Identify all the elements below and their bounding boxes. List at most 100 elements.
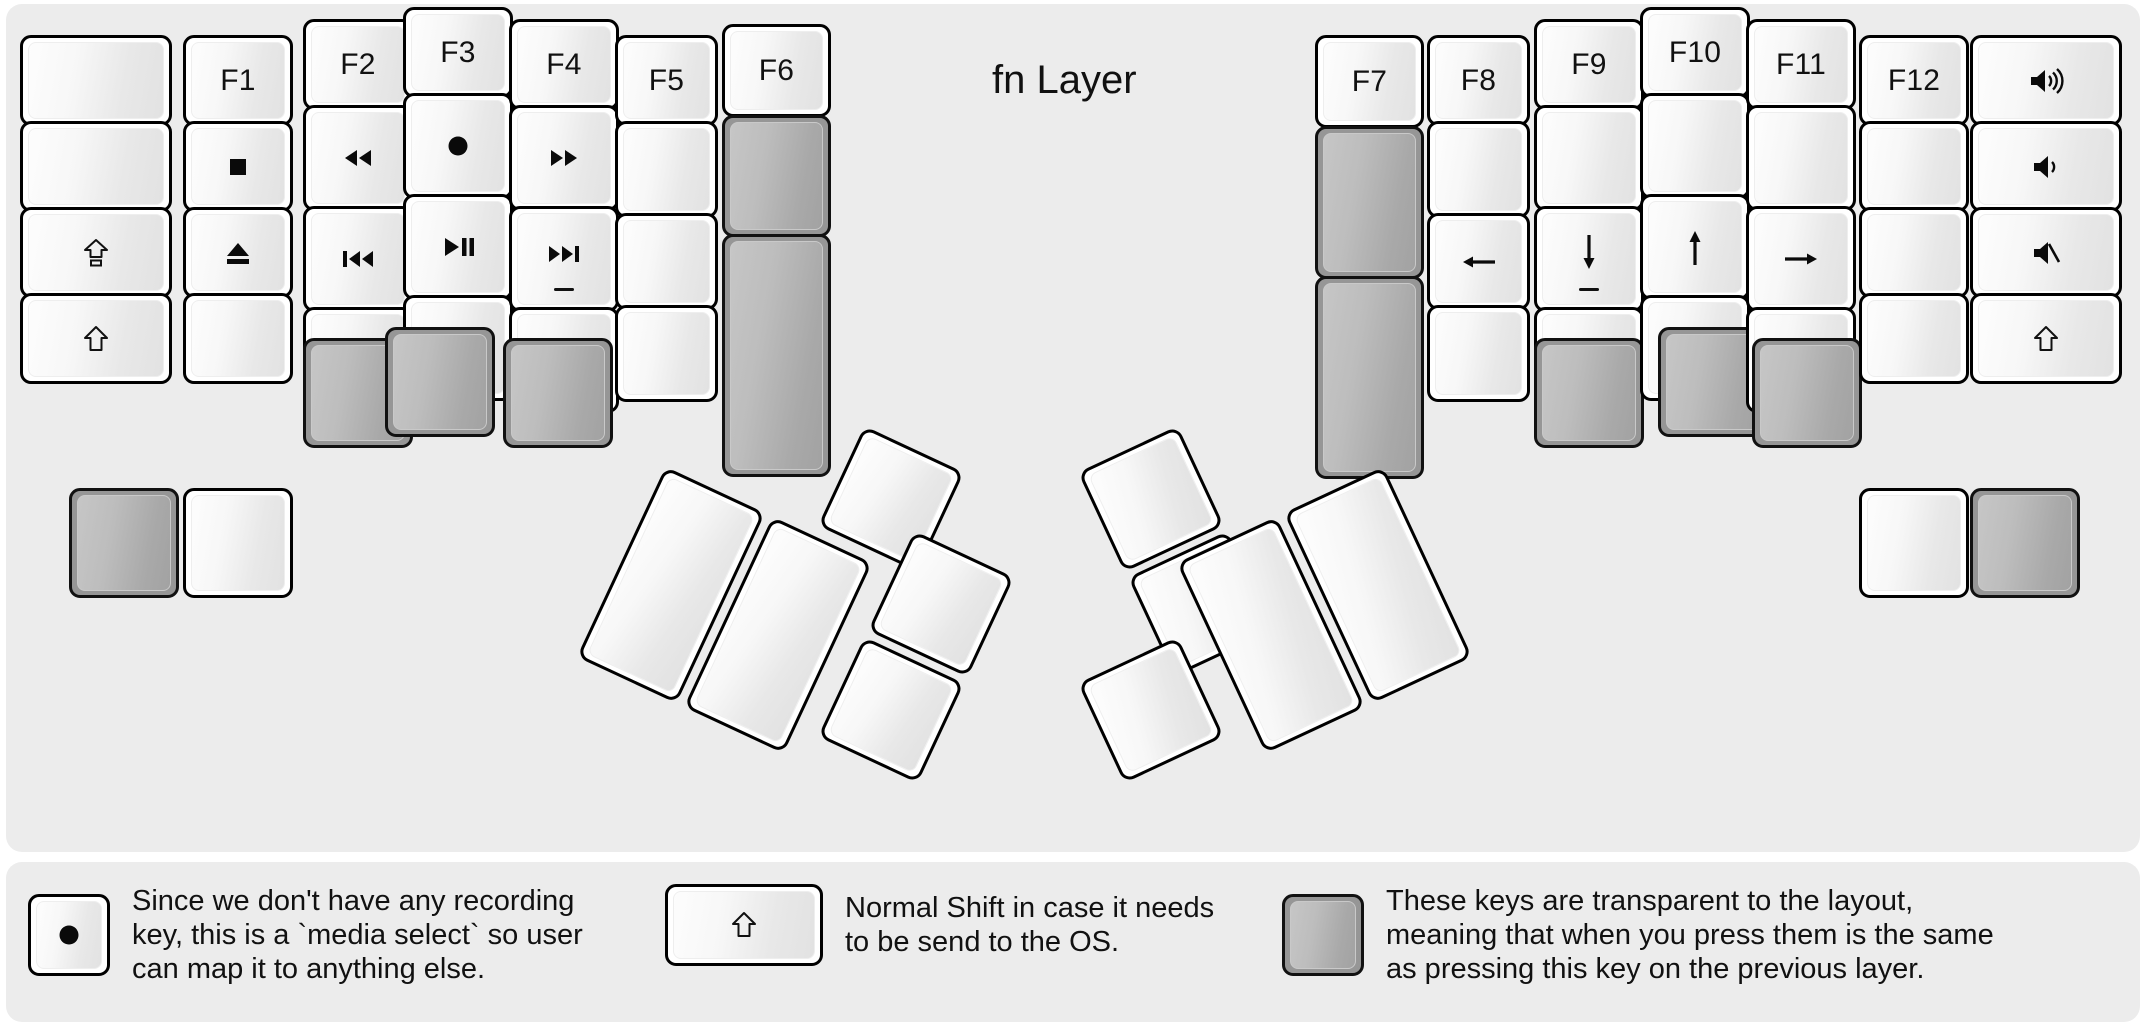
key-label: F11 <box>1775 47 1827 81</box>
key-right-c5-r3[interactable] <box>1859 293 1969 384</box>
media-record-icon <box>56 922 82 948</box>
key-left-c6-r0-f6[interactable]: F6 <box>722 24 831 117</box>
key-right-c5-r2[interactable] <box>1859 207 1969 298</box>
keycap-face <box>1323 133 1416 272</box>
key-right-c1-r2-arrow-left[interactable] <box>1427 213 1530 310</box>
key-right-c6-r2-volume-mute[interactable] <box>1970 207 2122 298</box>
keycap-face <box>28 214 164 291</box>
keycap-face <box>411 100 505 192</box>
keycap-face <box>623 220 710 303</box>
media-rewind-icon <box>341 147 375 169</box>
key-left-c1-r0-f1[interactable]: F1 <box>183 35 293 126</box>
key-left-c5-r1[interactable] <box>615 121 718 218</box>
keycap-face <box>1978 495 2072 591</box>
key-right-c3-r1[interactable] <box>1640 93 1750 199</box>
media-next-icon <box>546 243 582 265</box>
key-right-c6-r4-transparent[interactable] <box>1970 488 2080 598</box>
key-left-c0-r3-shift[interactable] <box>20 293 172 384</box>
key-right-c0-r0-f7[interactable]: F7 <box>1315 35 1424 128</box>
key-right-c4-r2-arrow-right[interactable] <box>1746 206 1856 312</box>
legend-text-transparent: These keys are transparent to the layout… <box>1386 885 1994 986</box>
keycap-face <box>1867 300 1961 377</box>
key-left-c5-r0-f5[interactable]: F5 <box>615 35 718 126</box>
key-right-c3-r2-arrow-up[interactable] <box>1640 194 1750 300</box>
keycap-face: F7 <box>1323 42 1416 121</box>
legend-item-record: Since we don't have any recording key, t… <box>28 884 583 987</box>
shift-icon <box>731 910 757 940</box>
keycap-face <box>191 214 285 291</box>
keycap-face <box>1754 112 1848 204</box>
key-left-c3-r2-playpause[interactable] <box>403 194 513 300</box>
keycap-face <box>411 201 505 293</box>
key-left-c0-r0[interactable] <box>20 35 172 126</box>
key-left-c3-r0-f3[interactable]: F3 <box>403 7 513 98</box>
key-left-c5-r3[interactable] <box>615 305 718 402</box>
arrow-up-icon <box>1684 227 1706 267</box>
key-right-c1-r3[interactable] <box>1427 305 1530 402</box>
key-right-c4-r4-transparent[interactable] <box>1752 338 1862 448</box>
key-left-c0-r1[interactable] <box>20 121 172 212</box>
keycap-face: F10 <box>1648 14 1742 91</box>
key-right-c4-r0-f11[interactable]: F11 <box>1746 19 1856 110</box>
key-right-c6-r1-volume-down[interactable] <box>1970 121 2122 212</box>
key-label: F5 <box>648 63 685 97</box>
keycap-face <box>1666 334 1760 430</box>
volume-down-icon <box>2031 153 2061 181</box>
caps-lock-icon <box>83 238 109 268</box>
key-left-c1-r4[interactable] <box>183 488 293 598</box>
key-left-c2-r1-rewind[interactable] <box>303 105 413 211</box>
key-label: F12 <box>1887 63 1941 97</box>
key-left-c4-r4-transparent[interactable] <box>503 338 613 448</box>
key-right-c2-r1[interactable] <box>1534 105 1644 211</box>
key-left-c2-r2-previous[interactable] <box>303 206 413 312</box>
key-left-c1-r3[interactable] <box>183 293 293 384</box>
key-left-c4-r1-fastforward[interactable] <box>509 105 619 211</box>
keycap-face <box>730 241 823 470</box>
key-right-c2-r0-f9[interactable]: F9 <box>1534 19 1644 110</box>
volume-up-icon <box>2028 67 2064 95</box>
keycap-face <box>517 213 611 305</box>
key-label: F9 <box>1571 47 1607 81</box>
keycap-face <box>1867 128 1961 205</box>
key-right-c2-r4-transparent[interactable] <box>1534 338 1644 448</box>
legend-text-record: Since we don't have any recording key, t… <box>132 885 583 986</box>
keycap-face: F3 <box>411 14 505 91</box>
key-right-c5-r4[interactable] <box>1859 488 1969 598</box>
keycap-face <box>28 42 164 119</box>
key-left-c1-r2-eject[interactable] <box>183 207 293 298</box>
keycap-face <box>1542 345 1636 441</box>
key-right-c1-r0-f8[interactable]: F8 <box>1427 35 1530 126</box>
key-left-c6-r1-transparent[interactable] <box>722 115 831 237</box>
key-left-c0-r2-capslock[interactable] <box>20 207 172 298</box>
key-right-c1-r1[interactable] <box>1427 121 1530 218</box>
key-right-c3-r0-f10[interactable]: F10 <box>1640 7 1750 98</box>
key-left-c5-r2[interactable] <box>615 213 718 310</box>
key-left-c2-r0-f2[interactable]: F2 <box>303 19 413 110</box>
key-left-c0-r4-transparent[interactable] <box>69 488 179 598</box>
key-right-c0-r2-transparent[interactable] <box>1315 276 1424 479</box>
key-left-c3-r1-record[interactable] <box>403 93 513 199</box>
keycap-face <box>1978 300 2114 377</box>
keycap-face <box>1648 201 1742 293</box>
key-right-c5-r0-f12[interactable]: F12 <box>1859 35 1969 126</box>
media-play-pause-icon <box>441 235 475 259</box>
keycap-face: F9 <box>1542 26 1636 103</box>
key-left-c4-r2-next[interactable] <box>509 206 619 312</box>
key-right-c5-r1[interactable] <box>1859 121 1969 212</box>
keycap-face: F11 <box>1754 26 1848 103</box>
keycap-face: F12 <box>1867 42 1961 119</box>
key-left-c4-r0-f4[interactable]: F4 <box>509 19 619 110</box>
shift-icon <box>83 324 109 354</box>
key-right-c6-r0-volume-up[interactable] <box>1970 35 2122 126</box>
key-left-c6-r2-transparent[interactable] <box>722 234 831 477</box>
key-right-c0-r1-transparent[interactable] <box>1315 126 1424 279</box>
key-right-c4-r1[interactable] <box>1746 105 1856 211</box>
key-right-c2-r2-arrow-down[interactable] <box>1534 206 1644 312</box>
key-right-c6-r3-shift[interactable] <box>1970 293 2122 384</box>
key-left-c3-r4-transparent[interactable] <box>385 327 495 437</box>
arrow-right-icon <box>1781 248 1821 270</box>
keycap-face: F5 <box>623 42 710 119</box>
key-left-c1-r1-stop[interactable] <box>183 121 293 212</box>
key-label: F10 <box>1668 35 1722 69</box>
